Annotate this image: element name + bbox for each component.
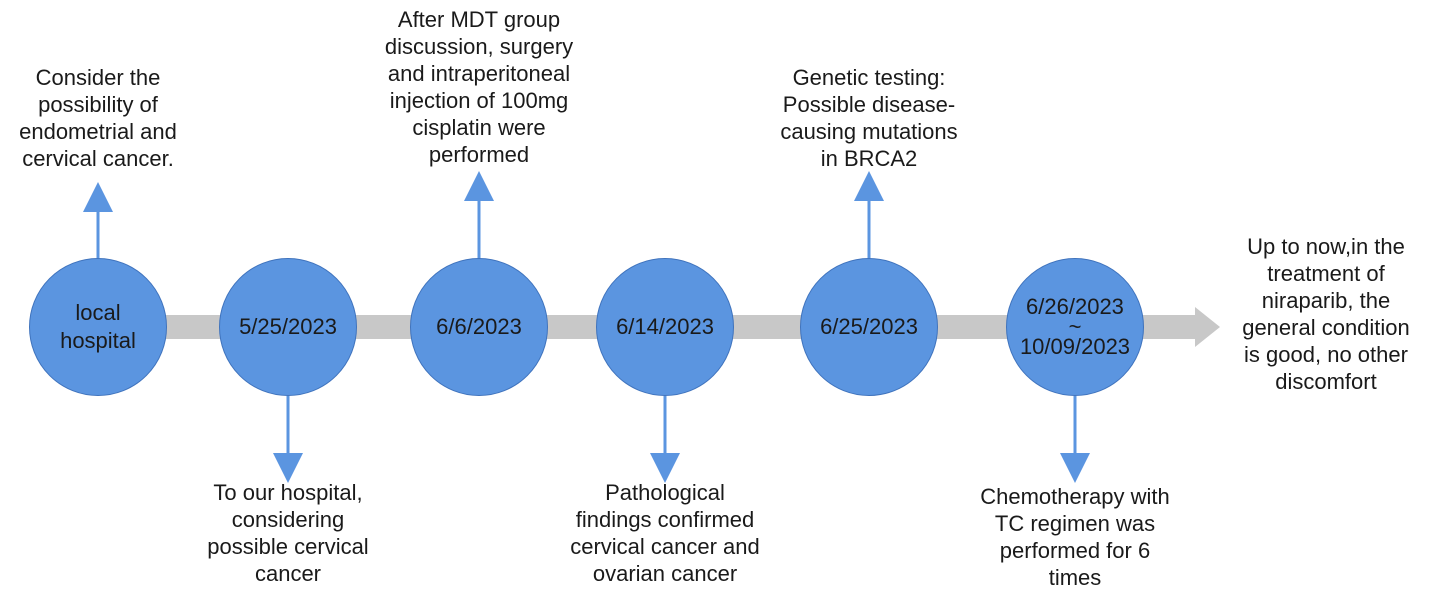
node-label: 6/14/2023 xyxy=(616,314,714,339)
note-chemotherapy: Chemotherapy with TC regimen was perform… xyxy=(980,484,1170,590)
node-6-25-2023: 6/25/2023 xyxy=(800,258,938,396)
node-date-separator: ~ xyxy=(1068,314,1082,339)
node-local-hospital: local hospital xyxy=(29,258,167,396)
node-5-25-2023: 5/25/2023 xyxy=(219,258,357,396)
note-consider-possibility: Consider the possibility of endometrial … xyxy=(19,65,177,171)
node-6-6-2023: 6/6/2023 xyxy=(410,258,548,396)
node-label: 5/25/2023 xyxy=(239,314,337,339)
note-mdt-discussion: After MDT group discussion, surgery and … xyxy=(384,7,574,167)
timeline-arrowhead xyxy=(1195,307,1220,347)
note-up-to-now: Up to now,in the treatment of niraparib,… xyxy=(1242,234,1410,394)
node-date-start: 6/26/2023 xyxy=(1026,294,1124,319)
node-label: 6/6/2023 xyxy=(436,314,522,339)
note-pathological-findings: Pathological findings confirmed cervical… xyxy=(570,480,760,586)
node-6-26-2023-to-10-09-2023: 6/26/2023 ~ 10/09/2023 xyxy=(1006,258,1144,396)
node-label: 6/25/2023 xyxy=(820,314,918,339)
node-6-14-2023: 6/14/2023 xyxy=(596,258,734,396)
note-genetic-testing: Genetic testing: Possible disease- causi… xyxy=(780,65,958,171)
note-to-our-hospital: To our hospital, considering possible ce… xyxy=(207,480,369,586)
node-date-end: 10/09/2023 xyxy=(1019,334,1131,359)
node-label: local hospital xyxy=(60,300,136,353)
